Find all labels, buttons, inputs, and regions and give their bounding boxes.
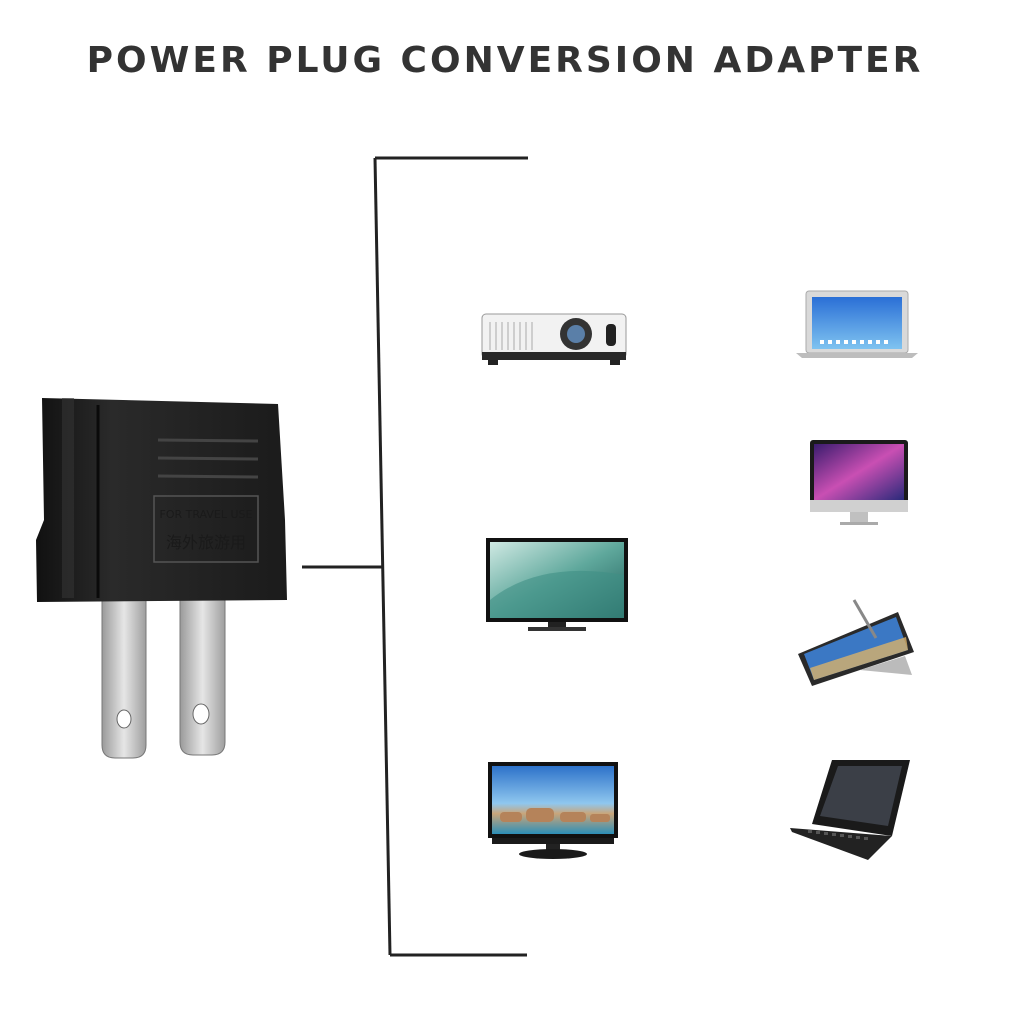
- plug-prong-right: [179, 599, 226, 756]
- plug-adapter: FOR TRAVEL USE 海外旅游用: [36, 398, 287, 759]
- connector-bracket: [302, 156, 528, 957]
- laptop-silver-icon: [796, 290, 918, 358]
- adapter-label-en: FOR TRAVEL USE: [160, 508, 253, 521]
- page-title: POWER PLUG CONVERSION ADAPTER: [86, 40, 924, 81]
- plug-prong-left: [101, 599, 147, 759]
- projector-icon: [481, 313, 627, 365]
- adapter-label-cn: 海外旅游用: [166, 533, 246, 552]
- monitor-icon: [488, 762, 618, 859]
- laptop-black-icon: [790, 760, 910, 860]
- tablet-icon: [798, 599, 914, 686]
- tv-icon: [486, 538, 628, 631]
- imac-icon: [810, 440, 908, 525]
